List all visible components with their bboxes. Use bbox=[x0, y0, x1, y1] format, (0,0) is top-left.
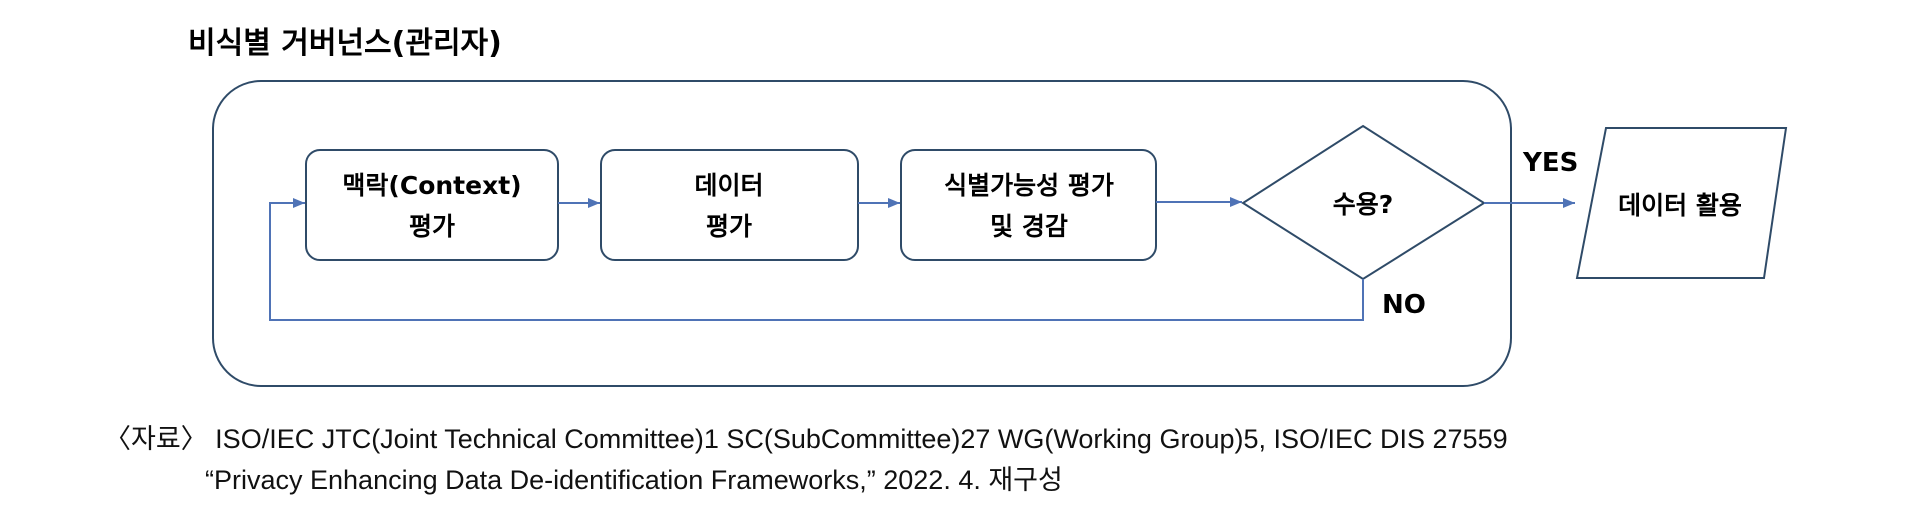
data-evaluation-box bbox=[600, 149, 859, 261]
data-utilization-label: 데이터 활용 bbox=[1618, 191, 1742, 220]
diagram-title: 비식별 거버넌스(관리자) bbox=[188, 26, 502, 61]
identifiability-evaluation-line1: 식별가능성 평가 bbox=[944, 171, 1114, 200]
identifiability-evaluation-line2: 및 경감 bbox=[990, 212, 1068, 241]
feedback-loop-arrow bbox=[269, 198, 1364, 321]
data-evaluation-line1: 데이터 bbox=[694, 171, 763, 200]
context-evaluation-box bbox=[305, 149, 559, 261]
identifiability-evaluation-box bbox=[900, 149, 1157, 261]
yes-label: YES bbox=[1522, 148, 1578, 178]
no-label: NO bbox=[1382, 290, 1426, 320]
source-citation-line2: “Privacy Enhancing Data De-identificatio… bbox=[205, 465, 1063, 495]
acceptance-decision-label: 수용? bbox=[1333, 190, 1394, 219]
context-evaluation-line1: 맥락(Context) bbox=[342, 171, 521, 200]
data-evaluation-line2: 평가 bbox=[706, 212, 752, 241]
data-utilization-parallelogram bbox=[1575, 127, 1788, 279]
source-citation-line1: 〈자료〉 ISO/IEC JTC(Joint Technical Committ… bbox=[104, 424, 1508, 454]
context-evaluation-line2: 평가 bbox=[409, 212, 455, 241]
